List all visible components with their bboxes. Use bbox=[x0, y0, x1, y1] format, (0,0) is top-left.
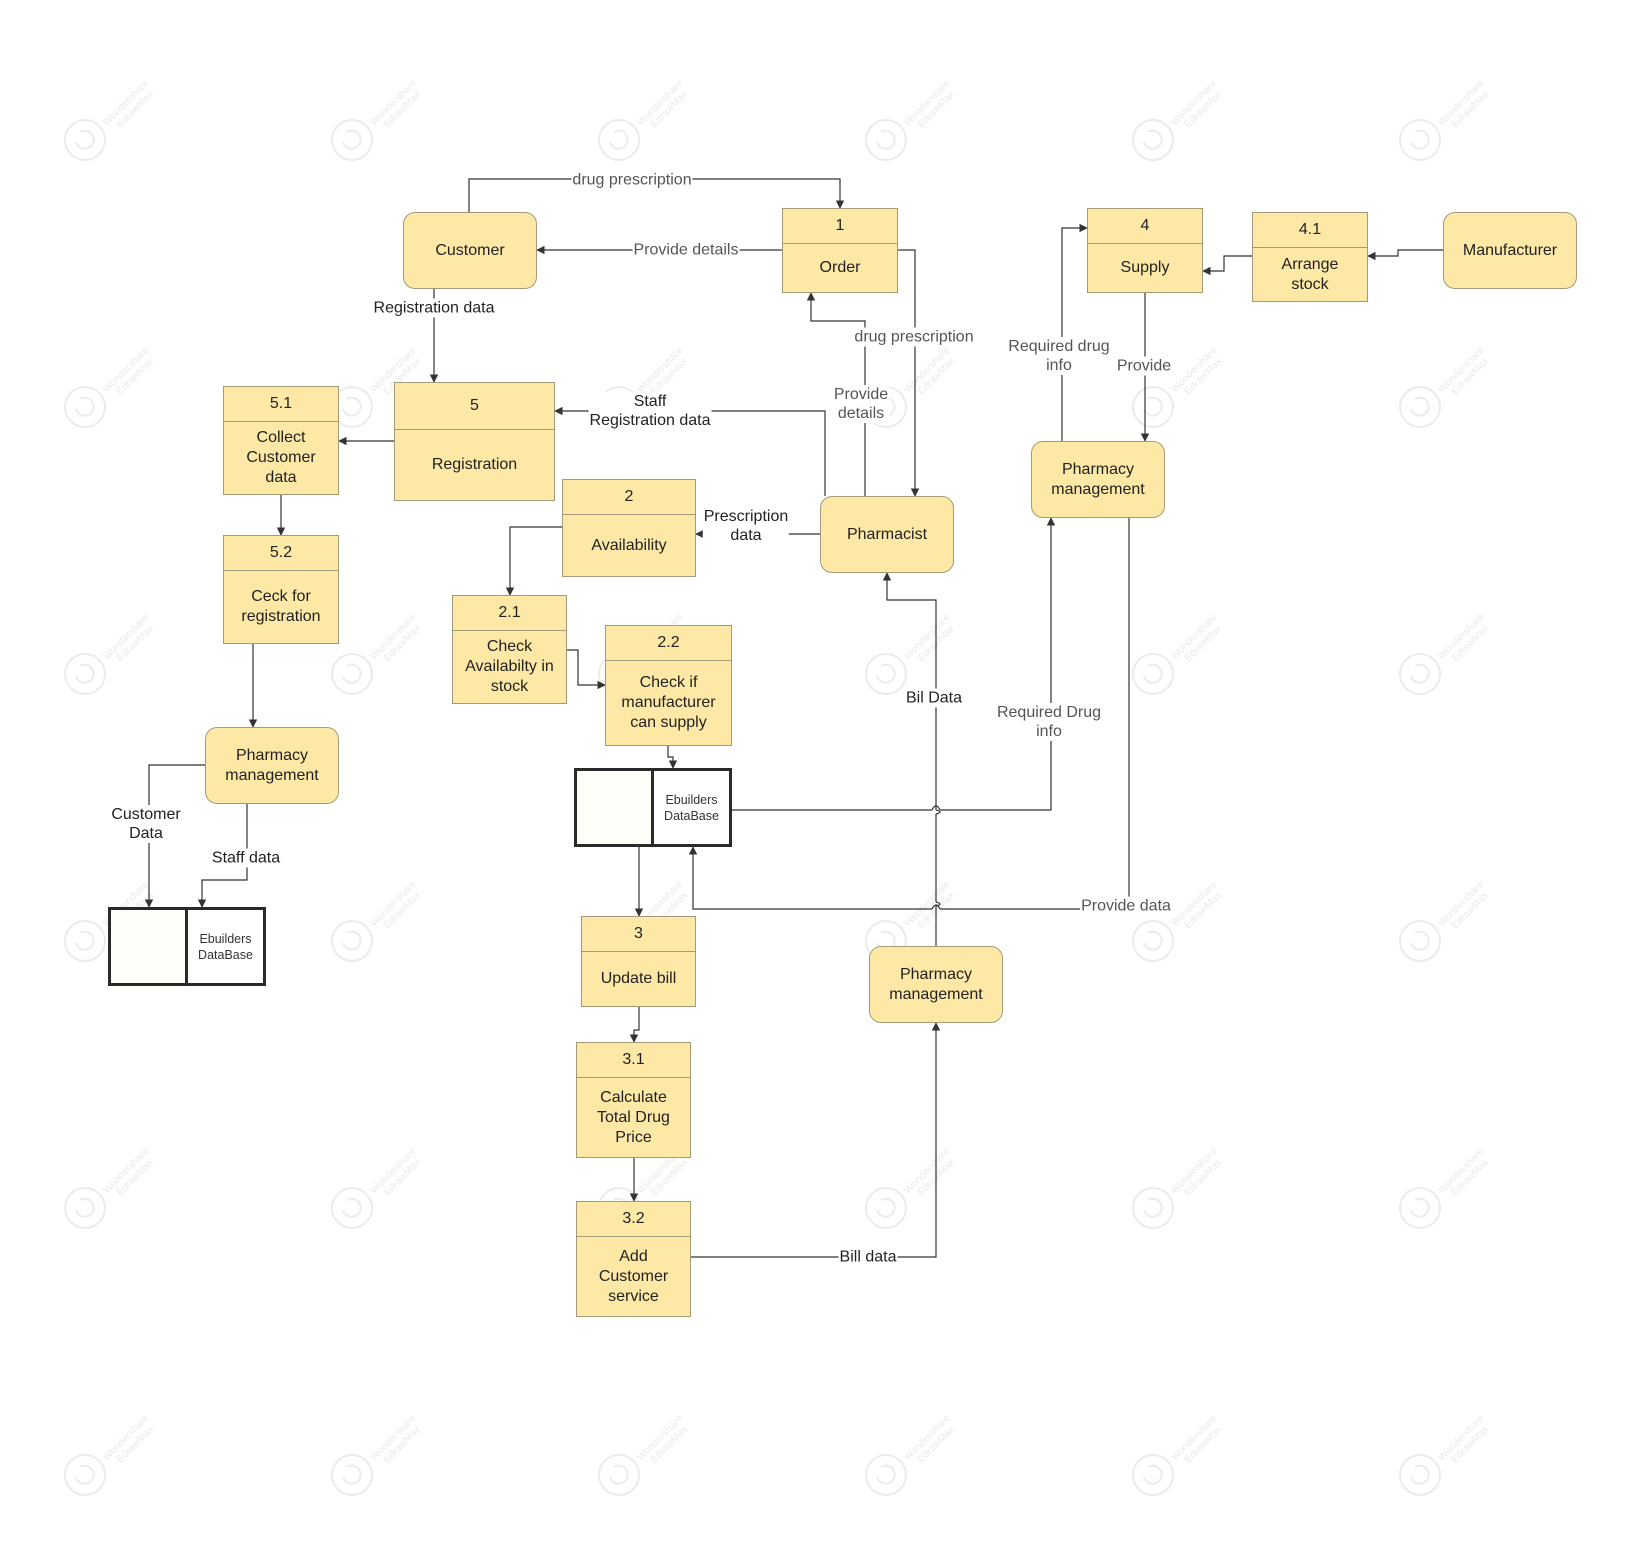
flow-label-provide-data: Provide data bbox=[1080, 896, 1172, 916]
process-4-supply[interactable]: 4 Supply bbox=[1087, 208, 1203, 293]
process-2-1-check-availability[interactable]: 2.1 Check Availabilty in stock bbox=[452, 595, 567, 704]
process-1-order[interactable]: 1 Order bbox=[782, 208, 898, 293]
entity-manufacturer[interactable]: Manufacturer bbox=[1443, 212, 1577, 289]
process-number: 5.2 bbox=[224, 536, 338, 571]
process-name: Ceck for registration bbox=[241, 588, 321, 625]
process-number: 4.1 bbox=[1253, 213, 1367, 248]
process-name: Collect Customer data bbox=[246, 429, 316, 486]
flow-label-bil-data: Bil Data bbox=[904, 688, 964, 708]
process-name: Update bill bbox=[600, 970, 677, 987]
datastore-ebuilders-left[interactable]: Ebuilders DataBase bbox=[108, 907, 266, 986]
line-hop-hop-3 bbox=[931, 904, 941, 910]
entity-pharmacy-management-left[interactable]: Pharmacy management bbox=[205, 727, 339, 804]
entity-pharmacist[interactable]: Pharmacist bbox=[820, 496, 954, 573]
process-number: 5.1 bbox=[224, 387, 338, 422]
flow-label-registration-data: Registration data bbox=[372, 298, 496, 318]
conn-manufacturer-to-arrange bbox=[1367, 249, 1443, 261]
process-5-1-collect-customer-data[interactable]: 5.1 Collect Customer data bbox=[223, 386, 339, 495]
datastore-name: Ebuilders DataBase bbox=[188, 910, 263, 983]
process-number: 3.1 bbox=[577, 1043, 690, 1078]
process-number: 2.1 bbox=[453, 596, 566, 631]
process-name: Calculate Total Drug Price bbox=[597, 1088, 670, 1146]
process-number: 1 bbox=[783, 209, 897, 244]
process-number: 3 bbox=[582, 917, 695, 952]
conn-pm-left-to-db-left bbox=[144, 764, 205, 908]
process-5-registration[interactable]: 5 Registration bbox=[394, 382, 555, 501]
datastore-id-cell bbox=[111, 910, 188, 983]
conn-customer-service-to-pm-bottom bbox=[691, 1022, 941, 1258]
datastore-id-cell bbox=[577, 771, 654, 844]
flow-label-provide-details-mid: Provide details bbox=[832, 385, 890, 423]
flow-label-staff-data: Staff data bbox=[210, 848, 282, 868]
conn-arrange-to-supply bbox=[1202, 255, 1252, 276]
conn-pm-left-to-db-left-staff bbox=[197, 804, 248, 908]
process-name: Check if manufacturer can supply bbox=[621, 674, 716, 731]
process-3-update-bill[interactable]: 3 Update bill bbox=[581, 916, 696, 1007]
conn-pm-right-to-db-b bbox=[688, 846, 932, 910]
process-number: 3.2 bbox=[577, 1202, 690, 1237]
line-hop-hop-2 bbox=[931, 805, 941, 811]
flow-label-drug-prescription-right: drug prescription bbox=[853, 327, 975, 347]
process-name: Add Customer service bbox=[598, 1247, 669, 1305]
flow-label-required-drug-info-top: Required drug info bbox=[1007, 337, 1111, 375]
flow-label-prescription-data: Prescription data bbox=[702, 507, 790, 545]
flow-label-staff-registration-data: Staff Registration data bbox=[588, 392, 712, 430]
datastore-name: Ebuilders DataBase bbox=[654, 771, 729, 844]
flow-label-drug-prescription-top: drug prescription bbox=[571, 170, 693, 190]
conn-manufacturer-check-to-db bbox=[667, 746, 678, 769]
flow-label-provide-details-top: Provide details bbox=[632, 240, 740, 260]
process-name: Check Availabilty in stock bbox=[465, 638, 554, 695]
process-4-1-arrange-stock[interactable]: 4.1 Arrange stock bbox=[1252, 212, 1368, 302]
process-number: 5 bbox=[395, 383, 554, 430]
entity-pharmacy-management-right[interactable]: Pharmacy management bbox=[1031, 441, 1165, 518]
process-5-2-check-registration[interactable]: 5.2 Ceck for registration bbox=[223, 535, 339, 644]
process-3-1-calculate-price[interactable]: 3.1 Calculate Total Drug Price bbox=[576, 1042, 691, 1158]
conn-update-bill-to-calc bbox=[629, 1007, 640, 1043]
process-name: Supply bbox=[1120, 259, 1170, 276]
datastore-ebuilders-center[interactable]: Ebuilders DataBase bbox=[574, 768, 732, 847]
flow-label-customer-data: Customer Data bbox=[110, 805, 182, 843]
line-hop-hop-4 bbox=[935, 809, 941, 815]
conn-pm-right-to-supply bbox=[1061, 223, 1088, 441]
conn-availability-to-check-stock bbox=[505, 526, 562, 596]
process-2-availability[interactable]: 2 Availability bbox=[562, 479, 696, 577]
conn-order-to-pharmacist bbox=[898, 249, 920, 497]
process-number: 2 bbox=[563, 480, 695, 515]
process-name: Availability bbox=[591, 536, 667, 554]
conn-db-to-pm-right-b bbox=[940, 517, 1056, 811]
process-number: 4 bbox=[1088, 209, 1202, 244]
entity-pharmacy-management-bottom[interactable]: Pharmacy management bbox=[869, 946, 1003, 1023]
flow-label-bill-data: Bill data bbox=[838, 1247, 898, 1267]
process-name: Arrange stock bbox=[1281, 255, 1339, 293]
process-number: 2.2 bbox=[606, 626, 731, 661]
process-name: Registration bbox=[431, 456, 518, 473]
flow-label-provide: Provide bbox=[1115, 356, 1173, 376]
entity-customer[interactable]: Customer bbox=[403, 212, 537, 289]
process-2-2-check-manufacturer[interactable]: 2.2 Check if manufacturer can supply bbox=[605, 625, 732, 746]
process-3-2-add-customer-service[interactable]: 3.2 Add Customer service bbox=[576, 1201, 691, 1317]
flow-label-required-drug-info-mid: Required Drug info bbox=[995, 703, 1103, 741]
conn-check-stock-to-manufacturer bbox=[567, 649, 606, 690]
process-name: Order bbox=[819, 259, 861, 276]
